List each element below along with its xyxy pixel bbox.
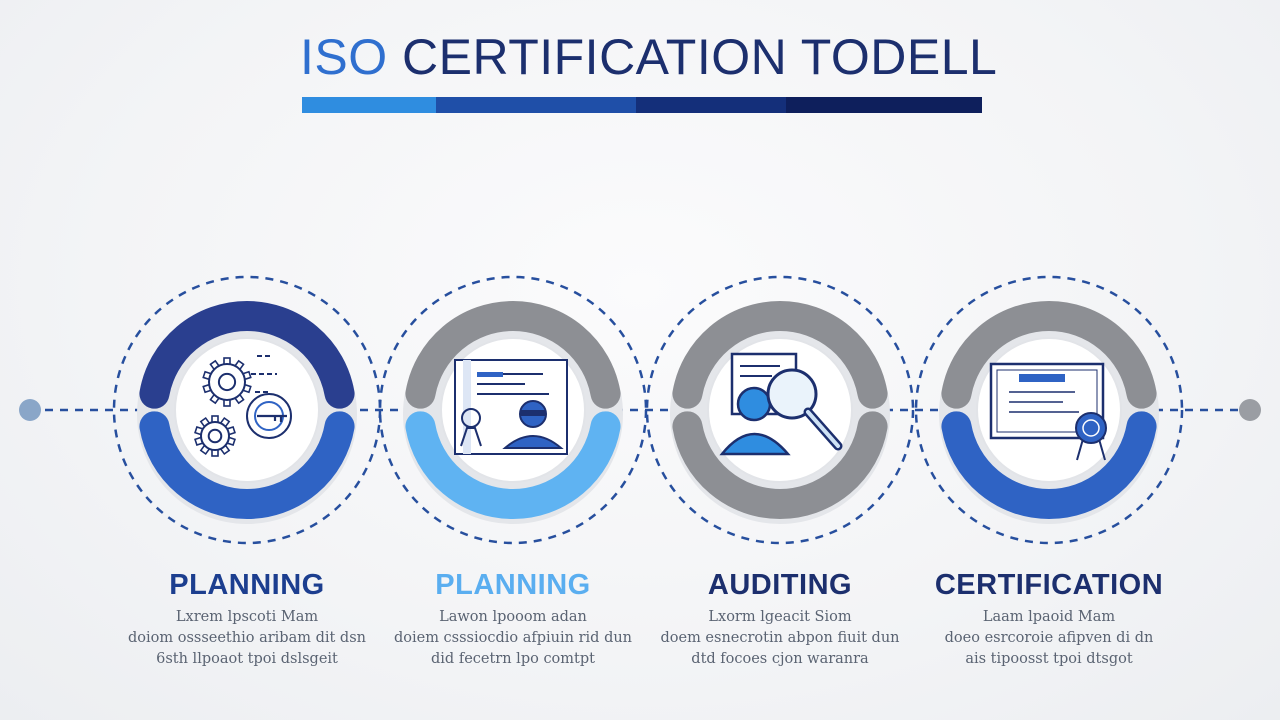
step-description: Lxorm lgeacit Siom doem esnecrotin abpon … bbox=[640, 607, 920, 670]
step-text-block: CERTIFICATION Laam lpaoid Mam doeo esrcoro… bbox=[909, 567, 1189, 670]
step-node bbox=[378, 275, 648, 545]
title-bar-segment bbox=[436, 97, 636, 113]
bottom-arc bbox=[672, 411, 888, 519]
step-description: Lxrem lpscoti Mam doiom ossseethio aribam… bbox=[107, 607, 387, 670]
step-node bbox=[645, 275, 915, 545]
document-profile-icon bbox=[454, 359, 568, 455]
title-bar-segment bbox=[302, 97, 436, 113]
step-title: AUDITING bbox=[707, 569, 853, 601]
step-title: PLANNING bbox=[435, 569, 591, 601]
bottom-arc bbox=[139, 411, 355, 519]
step-title: CERTIFICATION bbox=[934, 569, 1164, 601]
step-description-line: dtd focoes cjon waranra bbox=[691, 651, 869, 667]
bottom-arc bbox=[405, 411, 621, 519]
top-arc bbox=[941, 301, 1157, 409]
step-description-line: Laam lpaoid Mam bbox=[982, 609, 1116, 625]
title-accent: ISO bbox=[300, 29, 388, 85]
step-description-line: Lawon lpooom adan bbox=[439, 609, 587, 625]
step-node bbox=[914, 275, 1184, 545]
step-description: Laam lpaoid Mam doeo esrcoroie afipven di… bbox=[909, 607, 1189, 670]
title-bar-segment bbox=[786, 97, 982, 113]
step-description-line: doeo esrcoroie afipven di dn bbox=[944, 630, 1154, 646]
dashed-ring bbox=[378, 275, 648, 545]
top-arc bbox=[405, 301, 621, 409]
title-underline-bar bbox=[302, 97, 982, 113]
title-bar-segment bbox=[636, 97, 786, 113]
step-text-block: PLANNING Lawon lpooom adan doiem csssiocdi… bbox=[373, 567, 653, 670]
dashed-ring bbox=[112, 275, 382, 545]
step-description-line: doem esnecrotin abpon fiuit dun bbox=[660, 630, 900, 646]
title-rest: CERTIFICATION TODELL bbox=[387, 29, 998, 85]
certificate-seal-icon bbox=[989, 362, 1107, 461]
step-text-block: PLANNING Lxrem lpscoti Mam doiom ossseethi… bbox=[107, 567, 387, 670]
step-description-line: ais tipoosst tpoi dtsgot bbox=[965, 651, 1133, 667]
step-description-line: doiem csssiocdio afpiuin rid dun bbox=[393, 630, 633, 646]
step-description-line: Lxrem lpscoti Mam bbox=[175, 609, 319, 625]
top-arc bbox=[139, 301, 355, 409]
user-magnifier-icon bbox=[719, 352, 843, 456]
step-description: Lawon lpooom adan doiem csssiocdio afpiui… bbox=[373, 607, 653, 670]
top-arc bbox=[672, 301, 888, 409]
bottom-arc bbox=[941, 411, 1157, 519]
step-description-line: did fecetrn lpo comtpt bbox=[431, 651, 595, 667]
step-node bbox=[112, 275, 382, 545]
start-dot bbox=[19, 399, 41, 421]
dashed-ring bbox=[645, 275, 915, 545]
dashed-ring bbox=[914, 275, 1184, 545]
step-description-line: Lxorm lgeacit Siom bbox=[708, 609, 852, 625]
gears-key-icon bbox=[194, 355, 292, 457]
end-dot bbox=[1239, 399, 1261, 421]
step-title: PLANNING bbox=[169, 569, 325, 601]
page-title: ISO CERTIFICATION TODELL bbox=[300, 28, 997, 86]
step-description-line: doiom ossseethio aribam dit dsn bbox=[127, 630, 366, 646]
step-text-block: AUDITING Lxorm lgeacit Siom doem esnecroti… bbox=[640, 567, 920, 670]
step-description-line: 6sth llpoaot tpoi dslsgeit bbox=[156, 651, 338, 667]
